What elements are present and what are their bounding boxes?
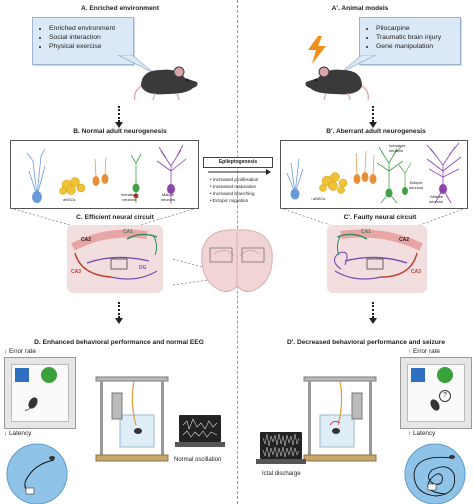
ca3-label-right: CA3 [411, 269, 422, 275]
section-c-prime-title: C'. Faulty neural circuit [343, 214, 417, 221]
arena-box-right: ? [400, 357, 472, 429]
ansc-label: aNSCs [63, 197, 76, 202]
immature-label: Immature neurons [121, 192, 138, 202]
error-rate-text-right: Error rate [412, 348, 440, 355]
ca3-label: CA3 [71, 269, 82, 275]
section-b-prime-title: B'. Aberrant adult neurogenesis [326, 128, 426, 135]
question-bubble: ? [439, 390, 451, 402]
ectopic-label: Ectopic neurons [409, 180, 424, 190]
callout-tail [118, 55, 155, 74]
water-maze-efficient [6, 443, 68, 504]
section-d-title: D. Enhanced behavioral performance and n… [34, 339, 204, 346]
faulty-circuit-diagram [333, 229, 423, 280]
model-item: Pilocarpine [376, 24, 454, 33]
small-mouse-icon-right [430, 399, 440, 411]
dg-label: DG [139, 265, 147, 271]
callout-tail-right [339, 55, 376, 74]
epileptogenesis-box: Epileptogenesis [203, 157, 273, 168]
eeg-rig-left [95, 376, 169, 462]
latency-label: ↓ Latency [4, 430, 32, 437]
error-rate-label-right: ↑ Error rate [408, 348, 440, 355]
section-a-title: A. Enriched environment [80, 5, 160, 12]
ansc-text-right: aNSCs [312, 196, 326, 201]
mouse-icon-right [305, 66, 369, 101]
effect-item: Increased maturation [210, 183, 258, 190]
model-item: Traumatic brain injury [376, 33, 454, 42]
hippocampus-right: CA1 CA2 CA3 [327, 225, 427, 293]
effect-item: Increased branching [210, 190, 258, 197]
mouse-icon [134, 66, 198, 101]
latency-text-right: Latency [412, 430, 436, 437]
section-d-prime-title: D'. Decreased behavioral performance and… [286, 339, 446, 346]
section-a-prime-title: A'. Animal models [331, 5, 389, 12]
ca2-label: CA2 [81, 237, 92, 243]
aberrant-neurons-illustration [286, 142, 462, 204]
green-circle-object-right [437, 367, 453, 383]
blue-square-object-right [411, 368, 425, 382]
blue-square-object [15, 368, 29, 382]
models-callout: Pilocarpine Traumatic brain injury Gene … [359, 17, 461, 65]
arrow-a-to-b [115, 106, 123, 128]
arrow-c-prime-to-d-prime [369, 302, 377, 324]
model-item: Gene manipulation [376, 42, 454, 51]
epileptogenesis-effects: Increased proliferation Increased matura… [210, 176, 258, 204]
epileptogenesis-arrow [208, 169, 271, 175]
aberrant-neurogenesis-panel: Immature neurons Ectopic neurons ↑aNSCs … [280, 140, 468, 209]
error-rate-label: ↓ Error rate [4, 348, 36, 355]
lightning-bolt-icon [308, 36, 326, 64]
ansc-label-right: ↑aNSCs [311, 196, 326, 201]
ca1-label: CA1 [123, 229, 134, 235]
latency-text: Latency [8, 430, 32, 437]
projection-lines-right [279, 207, 467, 226]
arrow-c-to-d [115, 302, 123, 324]
ictal-discharge-label: Ictal discharge [262, 471, 301, 477]
enriched-item: Enriched environment [49, 24, 127, 33]
enriched-callout: Enriched environment Social interaction … [32, 17, 134, 65]
section-c-title: C. Efficient neural circuit [76, 214, 154, 221]
neurogenesis-panel: aNSCs Immature neurons Mature neurons [10, 140, 199, 209]
arrow-a-prime-to-b-prime [369, 106, 377, 128]
green-circle-object [41, 367, 57, 383]
effect-item: Ectopic migration [210, 197, 258, 204]
laptop-icon [175, 415, 225, 447]
arena-box [4, 357, 76, 429]
ca2-label-right: CA2 [399, 237, 410, 243]
section-b-title: B. Normal adult neurogenesis [73, 128, 167, 135]
eeg-rig-right [303, 376, 377, 462]
enriched-item: Physical exercise [49, 42, 127, 51]
hippocampus-left: CA1 CA2 CA3 DG [67, 225, 163, 293]
small-mouse-icon [24, 397, 38, 411]
water-maze-faulty [404, 443, 466, 504]
effect-item: Increased proliferation [210, 176, 258, 183]
circuit-diagram [71, 229, 158, 280]
neurons-illustration [26, 144, 187, 204]
immature-label-right: Immature neurons [389, 143, 406, 153]
error-rate-text: Error rate [8, 348, 36, 355]
normal-oscillation-label: Normal oscillation [174, 457, 222, 463]
laptop-icon-right [256, 432, 306, 464]
mature-text-right: Mature neurons [429, 194, 444, 204]
mature-label: Mature neurons [161, 192, 176, 202]
mature-label-right: ↑Mature neurons [429, 194, 444, 204]
brain-section-icon [201, 229, 273, 292]
enriched-item: Social interaction [49, 33, 127, 42]
latency-label-right: ↑ Latency [408, 430, 436, 437]
ca1-label-right: CA1 [361, 229, 372, 235]
